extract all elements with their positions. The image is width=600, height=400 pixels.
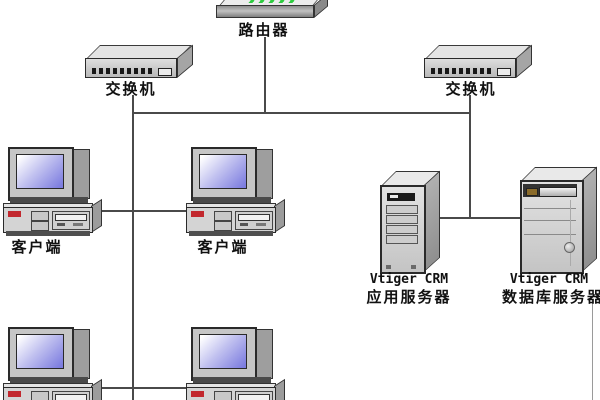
server-slot [386, 205, 418, 214]
power-badge [8, 211, 21, 217]
backbone-bus-line [132, 112, 471, 114]
client-top-left-label: 客户端 [11, 239, 63, 256]
db-server-icon [518, 164, 598, 274]
server-vent-line [524, 220, 576, 221]
server-slot [386, 225, 418, 234]
right-border-line [592, 300, 593, 400]
floppy-bay [31, 221, 49, 231]
monitor-base [193, 377, 271, 383]
drive-bay [52, 211, 90, 230]
case-front [186, 207, 276, 233]
drive-bay [52, 391, 90, 400]
router-icon [216, 0, 328, 18]
client-bottom-mid-icon [185, 325, 285, 400]
case-base [189, 231, 273, 236]
power-badge [191, 211, 204, 217]
switch-uplink-port [497, 68, 511, 76]
case-front [3, 207, 93, 233]
server-door-seam [570, 200, 571, 266]
server-header-band [523, 184, 577, 197]
left-vertical-bus-line [132, 95, 134, 400]
right-vertical-bus-line [469, 95, 471, 219]
server-logo [526, 188, 538, 196]
router-drop-line [264, 37, 266, 114]
power-badge [191, 391, 204, 397]
server-vent-line [524, 234, 576, 235]
monitor-bezel [8, 327, 74, 381]
server-foot [411, 265, 416, 269]
switch-front-panel [85, 58, 177, 78]
monitor-base [193, 197, 271, 203]
client-top-mid-icon [185, 145, 285, 240]
router-led-lights [248, 0, 300, 3]
monitor-screen [199, 154, 247, 189]
server-slot [386, 215, 418, 224]
server-dark-slot [387, 193, 415, 201]
db-server-name-label: Vtiger CRM [509, 272, 589, 287]
server-side-panel [424, 170, 440, 272]
client-top-left-icon [2, 145, 102, 240]
drive-button [73, 223, 83, 226]
monitor-bezel [191, 147, 257, 201]
drive-button [256, 223, 266, 226]
server-vent-line [524, 208, 576, 209]
drive-slot [55, 214, 87, 221]
drive-button [240, 223, 248, 226]
switch-right-icon [424, 44, 532, 78]
monitor-bezel [191, 327, 257, 381]
server-door-knob [564, 242, 575, 253]
app-server-icon [368, 168, 440, 274]
router-label: 路由器 [238, 22, 290, 39]
router-front-panel [216, 5, 314, 18]
floppy-bay [31, 211, 49, 221]
monitor-base [10, 197, 88, 203]
server-front-panel [520, 180, 584, 274]
server-front-panel [380, 185, 426, 274]
router-side-panel [314, 0, 328, 18]
floppy-bay [214, 211, 232, 221]
client-top-mid-label: 客户端 [197, 239, 249, 256]
switch-right-label: 交换机 [445, 81, 497, 98]
client3-link-line [88, 387, 133, 389]
floppy-bay [214, 391, 232, 400]
case-front [186, 387, 276, 400]
server-drive-bar [539, 187, 577, 197]
drive-slot [55, 394, 87, 400]
client4-link-line [133, 387, 189, 389]
switch-ports [92, 68, 154, 74]
drive-button [57, 223, 65, 226]
switch-left-icon [85, 44, 193, 78]
server-side-panel [582, 166, 597, 272]
monitor-base [10, 377, 88, 383]
client1-link-line [95, 210, 133, 212]
server-link-line [424, 217, 520, 219]
app-server-name-label: Vtiger CRM [369, 272, 449, 287]
switch-uplink-port [158, 68, 172, 76]
server-slot [386, 235, 418, 244]
case-base [6, 231, 90, 236]
monitor-screen [199, 334, 247, 369]
client-bottom-left-icon [2, 325, 102, 400]
client2-link-line [133, 210, 188, 212]
floppy-bay [214, 221, 232, 231]
monitor-screen [16, 334, 64, 369]
drive-bay [235, 391, 273, 400]
server-foot [386, 265, 391, 269]
db-server-role-label: 数据库服务器 [502, 289, 600, 306]
floppy-bay [31, 391, 49, 400]
power-badge [8, 391, 21, 397]
drive-slot [238, 214, 270, 221]
app-server-role-label: 应用服务器 [366, 289, 452, 306]
switch-ports [431, 68, 493, 74]
drive-bay [235, 211, 273, 230]
case-front [3, 387, 93, 400]
switch-left-label: 交换机 [105, 81, 157, 98]
drive-slot [238, 394, 270, 400]
switch-front-panel [424, 58, 516, 78]
monitor-screen [16, 154, 64, 189]
monitor-bezel [8, 147, 74, 201]
